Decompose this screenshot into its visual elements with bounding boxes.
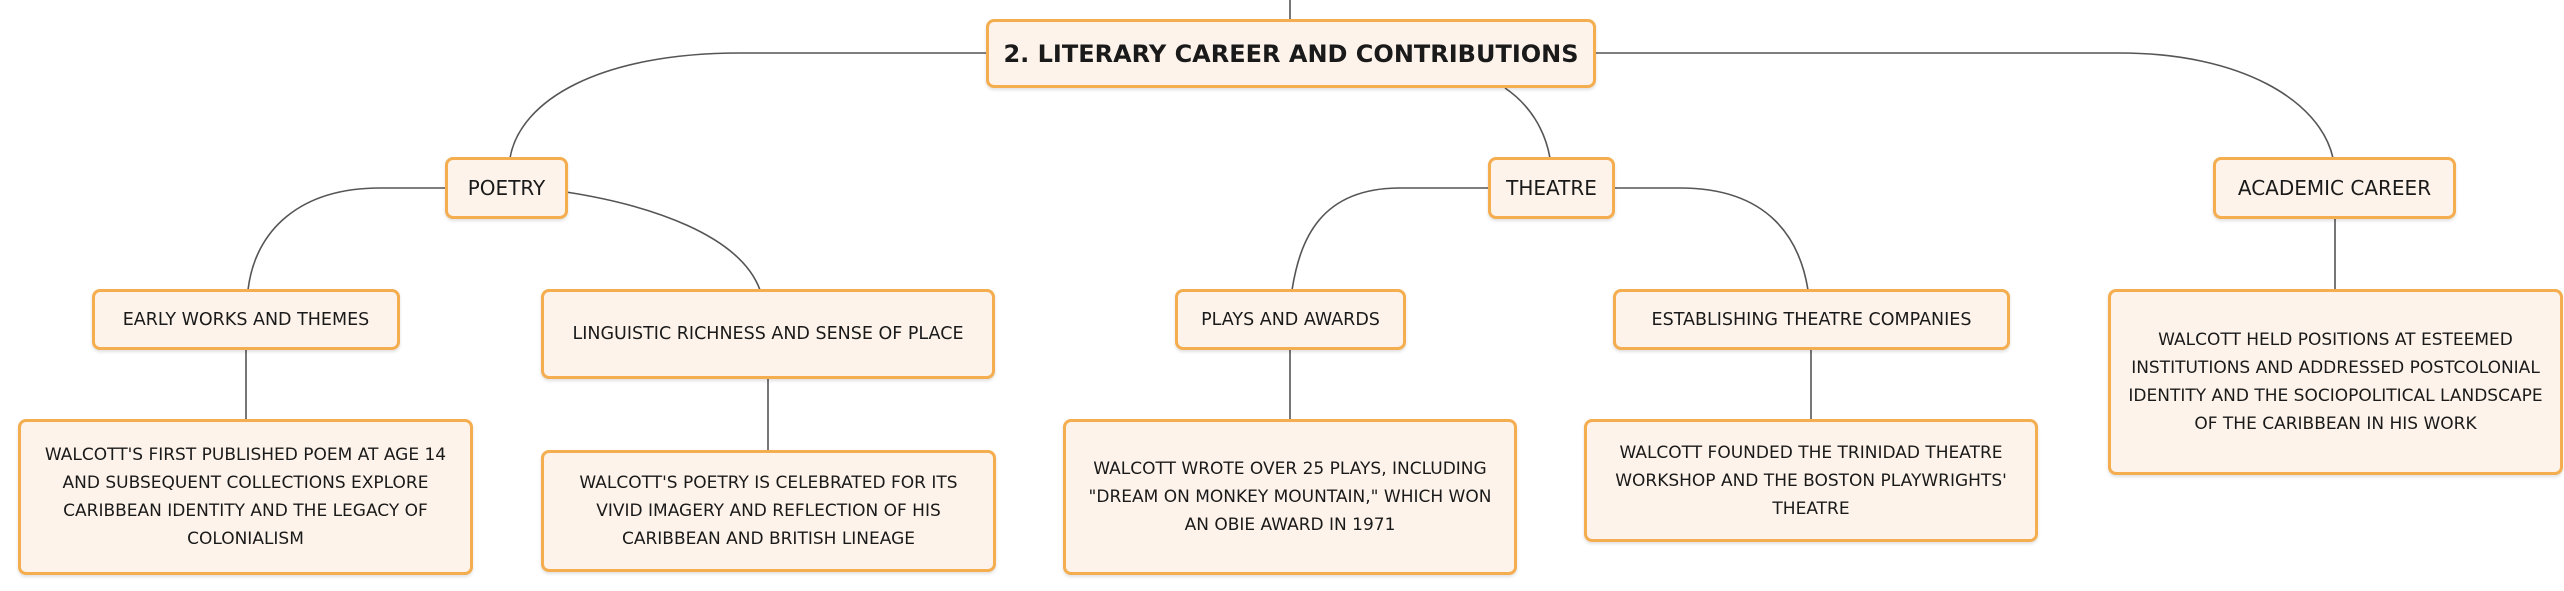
topic-early-works-label: EARLY WORKS AND THEMES <box>122 309 370 330</box>
connector-root-theatre <box>1504 87 1551 159</box>
detail-companies[interactable]: WALCOTT FOUNDED THE TRINIDAD THEATRE WOR… <box>1584 419 2038 542</box>
branch-academic-label: ACADEMIC CAREER <box>2237 176 2432 200</box>
connector-poetry-early <box>247 187 446 291</box>
connector-poetry-linguistic <box>565 191 761 291</box>
root-label: 2. LITERARY CAREER AND CONTRIBUTIONS <box>1003 39 1579 68</box>
branch-theatre[interactable]: THEATRE <box>1488 157 1615 219</box>
connector-root-academic <box>1593 52 2334 159</box>
topic-theatre-companies[interactable]: ESTABLISHING THEATRE COMPANIES <box>1613 289 2010 350</box>
connector-theatre-companies <box>1612 187 1809 291</box>
topic-linguistic-label: LINGUISTIC RICHNESS AND SENSE OF PLACE <box>572 324 964 344</box>
detail-plays-text: WALCOTT WROTE OVER 25 PLAYS, INCLUDING "… <box>1088 459 1492 535</box>
detail-plays[interactable]: WALCOTT WROTE OVER 25 PLAYS, INCLUDING "… <box>1063 419 1517 575</box>
root-node[interactable]: 2. LITERARY CAREER AND CONTRIBUTIONS <box>986 19 1596 88</box>
detail-academic[interactable]: WALCOTT HELD POSITIONS AT ESTEEMED INSTI… <box>2108 289 2563 475</box>
connector-theatre-plays <box>1291 187 1490 291</box>
branch-poetry-label: POETRY <box>467 176 546 200</box>
topic-plays-label: PLAYS AND AWARDS <box>1201 309 1380 330</box>
branch-academic-career[interactable]: ACADEMIC CAREER <box>2213 157 2456 219</box>
connector-root-poetry <box>509 52 988 159</box>
detail-academic-text: WALCOTT HELD POSITIONS AT ESTEEMED INSTI… <box>2128 330 2543 434</box>
detail-linguistic-text: WALCOTT'S POETRY IS CELEBRATED FOR ITS V… <box>579 473 958 549</box>
topic-early-works[interactable]: EARLY WORKS AND THEMES <box>92 289 400 350</box>
detail-early-works[interactable]: WALCOTT'S FIRST PUBLISHED POEM AT AGE 14… <box>18 419 473 575</box>
topic-plays-and-awards[interactable]: PLAYS AND AWARDS <box>1175 289 1406 350</box>
detail-companies-text: WALCOTT FOUNDED THE TRINIDAD THEATRE WOR… <box>1615 442 2007 519</box>
branch-poetry[interactable]: POETRY <box>445 157 568 219</box>
topic-companies-label: ESTABLISHING THEATRE COMPANIES <box>1651 309 1972 330</box>
branch-theatre-label: THEATRE <box>1506 176 1597 200</box>
topic-linguistic-richness[interactable]: LINGUISTIC RICHNESS AND SENSE OF PLACE <box>541 289 995 379</box>
detail-linguistic[interactable]: WALCOTT'S POETRY IS CELEBRATED FOR ITS V… <box>541 450 996 572</box>
detail-early-works-text: WALCOTT'S FIRST PUBLISHED POEM AT AGE 14… <box>44 445 447 549</box>
